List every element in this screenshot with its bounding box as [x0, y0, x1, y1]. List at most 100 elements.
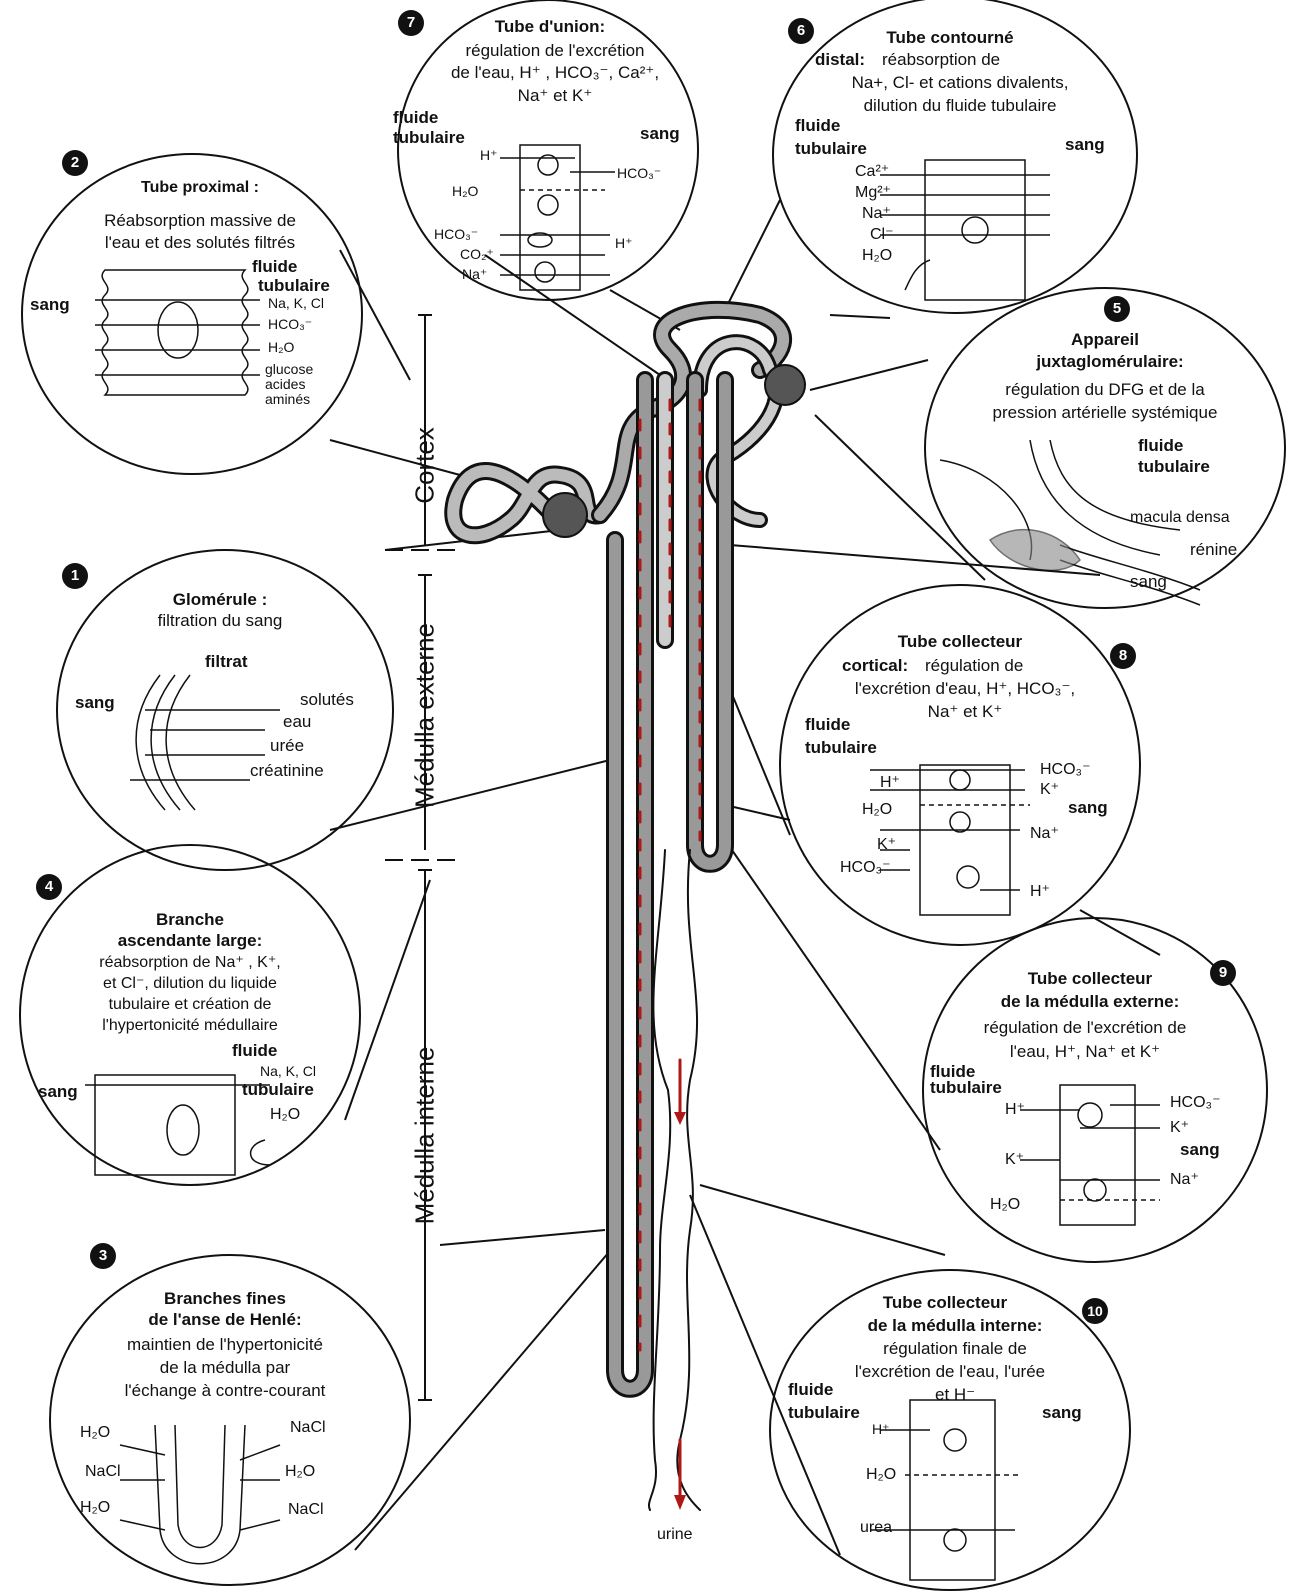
s8-right-3: Na⁺ [1030, 824, 1059, 843]
s9-left-2: K⁺ [1005, 1150, 1024, 1169]
s7-left-3: HCO₃⁻ [434, 225, 478, 244]
s3-left-3: H₂O [80, 1498, 110, 1517]
s2-desc1: Réabsorption massive de [50, 211, 350, 230]
number-4: 4 [36, 874, 62, 900]
s7-desc1: régulation de l'excrétion [420, 41, 690, 60]
s5-desc2: pression artérielle systémique [935, 403, 1275, 422]
s4-sang: sang [38, 1082, 78, 1101]
s7-desc3: Na⁺ et K⁺ [420, 86, 690, 105]
s2-item-1: Na, K, Cl [268, 294, 324, 313]
s6-sang: sang [1065, 135, 1105, 154]
s9-right-3: Na⁺ [1170, 1170, 1199, 1189]
s4-h2o: H₂O [270, 1105, 300, 1124]
s6-desc1: Na+, Cl- et cations divalents, [800, 73, 1120, 92]
s8-left-3: K⁺ [877, 835, 896, 854]
union-drawing [500, 145, 615, 290]
s6-item-5: H₂O [862, 246, 892, 265]
s5-macula: macula densa [1130, 508, 1230, 527]
s7-fluide: fluide [393, 108, 438, 127]
s4-desc3: tubulaire et création de [40, 995, 340, 1014]
s3-title2: de l'anse de Henlé: [110, 1310, 340, 1329]
s2-sang: sang [30, 295, 70, 314]
s3-desc3: l'échange à contre-courant [70, 1381, 380, 1400]
s2-item-3: H₂O [268, 338, 294, 357]
s6-fluide: fluide [795, 116, 840, 135]
s7-left-2: H₂O [452, 182, 478, 201]
s8-sang: sang [1068, 798, 1108, 817]
label-medulla-externe: Médulla externe [410, 616, 441, 816]
s8-left-1: H⁺ [880, 773, 900, 792]
s10-title1: Tube collecteur [860, 1293, 1030, 1312]
s9-desc2: l'eau, H⁺, Na⁺ et K⁺ [935, 1042, 1235, 1061]
s3-right-2: H₂O [285, 1462, 315, 1481]
s5-sang: sang [1130, 572, 1167, 591]
s3-desc2: de la médulla par [70, 1358, 380, 1377]
s8-desc0: régulation de [925, 656, 1023, 675]
s6-title2: distal: [815, 50, 865, 69]
number-2: 2 [62, 150, 88, 176]
s7-desc2: de l'eau, H⁺ , HCO₃⁻, Ca²⁺, [420, 63, 690, 82]
s8-title1: Tube collecteur [870, 632, 1050, 651]
s4-title2: ascendante large: [90, 931, 290, 950]
s3-left-1: H₂O [80, 1423, 110, 1442]
s10-desc2: l'excrétion de l'eau, l'urée [800, 1362, 1100, 1381]
s2-tubulaire: tubulaire [258, 276, 330, 295]
s2-fluide: fluide [252, 257, 297, 276]
s2-item-6: aminés [265, 390, 310, 409]
s6-title1: Tube contourné [850, 28, 1050, 47]
s9-title1: Tube collecteur [1000, 969, 1180, 988]
s6-tubulaire: tubulaire [795, 139, 867, 158]
s1-item-2: eau [283, 712, 311, 731]
med-int-drawing [870, 1400, 1020, 1580]
s1-title: Glomérule : [120, 590, 320, 609]
label-cortex: Cortex [410, 411, 441, 521]
s2-item-2: HCO₃⁻ [268, 315, 312, 334]
proximal-cell-drawing [95, 270, 260, 395]
s7-right-1: HCO₃⁻ [617, 164, 661, 183]
circle-proximal [22, 154, 362, 474]
s3-left-2: NaCl [85, 1462, 121, 1481]
s4-desc4: l'hypertonicité médullaire [40, 1016, 340, 1035]
s10-fluide: fluide [788, 1380, 833, 1399]
label-medulla-interne: Médulla interne [410, 1036, 441, 1236]
s3-right-1: NaCl [290, 1418, 326, 1437]
s10-item-1: H⁺ [872, 1420, 890, 1439]
s8-tubulaire: tubulaire [805, 738, 877, 757]
s9-desc1: régulation de l'excrétion de [935, 1018, 1235, 1037]
s8-desc1: l'excrétion d'eau, H⁺, HCO₃⁻, [815, 679, 1115, 698]
glomerulus-1 [543, 493, 587, 537]
s3-title1: Branches fines [110, 1289, 340, 1308]
s1-item-4: créatinine [250, 761, 324, 780]
s4-desc2: et Cl⁻, dilution du liquide [40, 974, 340, 993]
number-9: 9 [1210, 960, 1236, 986]
s7-tubulaire: tubulaire [393, 128, 465, 147]
s7-left-4: CO₂⁺ [460, 245, 494, 264]
s10-sang: sang [1042, 1403, 1082, 1422]
henle-drawing [120, 1425, 280, 1564]
distal-drawing [880, 160, 1050, 300]
number-6: 6 [788, 18, 814, 44]
glomerule-drawing [130, 675, 280, 810]
s5-desc1: régulation du DFG et de la [940, 380, 1270, 399]
s5-renine: rénine [1190, 540, 1237, 559]
s4-fluide: fluide [232, 1041, 277, 1060]
s3-right-3: NaCl [288, 1500, 324, 1519]
s6-item-1: Ca²⁺ [855, 162, 889, 181]
glomerulus-2 [765, 365, 805, 405]
s9-left-1: H⁺ [1005, 1100, 1025, 1119]
s9-right-2: K⁺ [1170, 1118, 1189, 1137]
number-7: 7 [398, 10, 424, 36]
s9-left-3: H₂O [990, 1195, 1020, 1214]
s8-fluide: fluide [805, 715, 850, 734]
s8-left-4: HCO₃⁻ [840, 858, 891, 877]
s2-title: Tube proximal : [90, 178, 310, 197]
med-ext-drawing [1020, 1085, 1160, 1225]
s1-item-3: urée [270, 736, 304, 755]
s8-right-4: H⁺ [1030, 882, 1050, 901]
number-10: 10 [1082, 1298, 1108, 1324]
s8-desc2: Na⁺ et K⁺ [815, 702, 1115, 721]
s10-desc3: et H⁻ [935, 1385, 975, 1404]
s6-item-4: Cl⁻ [870, 225, 894, 244]
s7-left-5: Na⁺ [462, 265, 487, 284]
collecting-duct [649, 850, 700, 1510]
